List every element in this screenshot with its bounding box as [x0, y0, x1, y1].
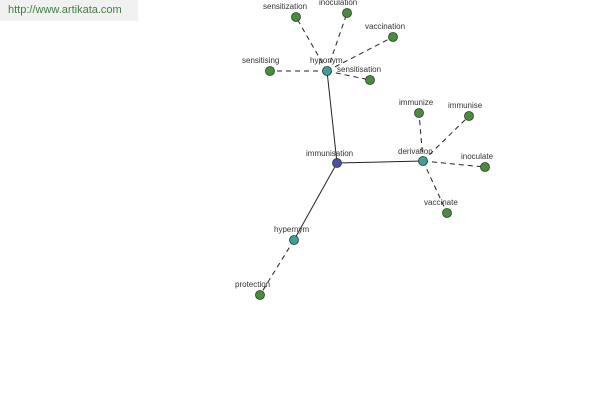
edge-derivation-immunise: [422, 115, 470, 162]
label-inoculation: inoculation: [319, 0, 357, 7]
edge-hyponym-sensitization: [295, 16, 328, 72]
label-vaccination: vaccination: [365, 22, 405, 31]
edge-derivation-vaccinate: [422, 160, 448, 214]
label-sensitising: sensitising: [242, 56, 279, 65]
label-protection: protection: [235, 280, 270, 289]
node-sensitisation[interactable]: [365, 75, 375, 85]
label-inoculate: inoculate: [461, 152, 494, 161]
edge-derivation-inoculate: [422, 160, 486, 168]
label-vaccinate: vaccinate: [424, 198, 458, 207]
node-sensitising[interactable]: [265, 66, 275, 76]
label-immunise: immunise: [448, 101, 483, 110]
label-hyponym: hyponym: [310, 56, 343, 65]
edge-center-hyponym: [326, 70, 338, 164]
edge-derivation-immunize: [418, 112, 424, 162]
node-hypernym[interactable]: [289, 235, 299, 245]
node-center[interactable]: [332, 158, 342, 168]
label-center: immunisation: [306, 149, 353, 158]
node-immunize[interactable]: [414, 108, 424, 118]
label-sensitization: sensitization: [263, 2, 307, 11]
node-immunise[interactable]: [464, 111, 474, 121]
node-vaccination[interactable]: [388, 32, 398, 42]
edge-center-derivation: [336, 160, 424, 164]
node-hyponym[interactable]: [322, 66, 332, 76]
edge-hyponym-inoculation: [326, 12, 348, 72]
node-sensitization[interactable]: [291, 12, 301, 22]
label-derivation: derivation: [398, 147, 433, 156]
edge-hypernym-protection: [259, 239, 295, 296]
edge-hyponym-vaccination: [326, 36, 394, 72]
watermark-link[interactable]: http://www.artikata.com: [0, 0, 138, 21]
label-sensitisation: sensitisation: [337, 65, 381, 74]
label-immunize: immunize: [399, 98, 434, 107]
node-derivation[interactable]: [418, 156, 428, 166]
node-inoculate[interactable]: [480, 162, 490, 172]
edge-hyponym-sensitisation: [326, 70, 371, 81]
label-hypernym: hypernym: [274, 225, 309, 234]
edge-center-hypernym: [293, 162, 338, 241]
node-vaccinate[interactable]: [442, 208, 452, 218]
node-inoculation[interactable]: [342, 8, 352, 18]
node-protection[interactable]: [255, 290, 265, 300]
